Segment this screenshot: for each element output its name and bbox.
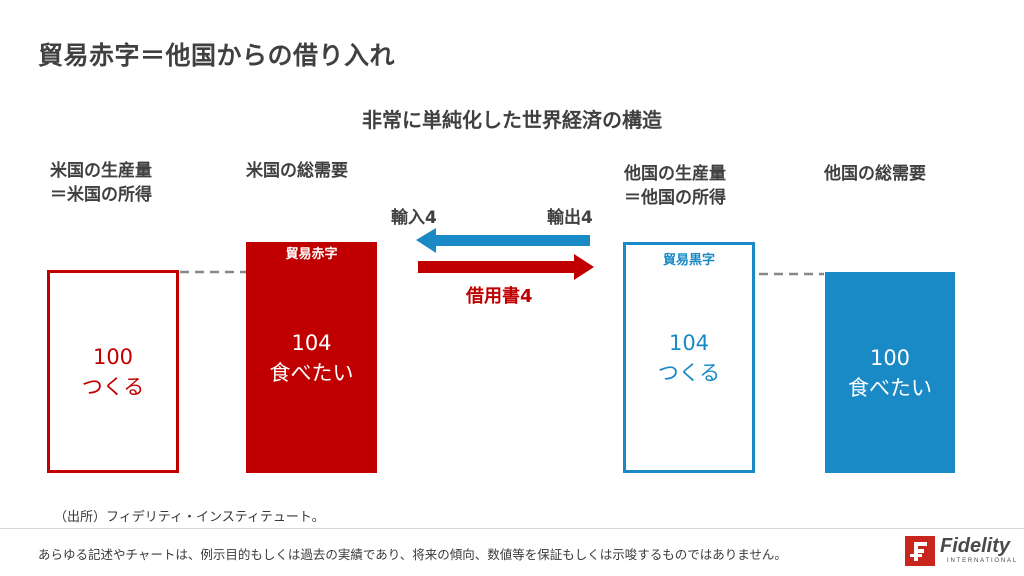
- fidelity-f-icon: [905, 536, 935, 566]
- source-note: （出所）フィデリティ・インスティテュート。: [54, 510, 325, 525]
- heading-other-production-line2: ＝他国の所得: [624, 188, 726, 208]
- trade-surplus-tag: 貿易黒字: [662, 253, 715, 268]
- diagram-subtitle: 非常に単純化した世界経済の構造: [362, 108, 662, 132]
- heading-us-production-line2: ＝米国の所得: [50, 185, 152, 205]
- box-us-production: 100 つくる: [47, 270, 179, 473]
- box-label: つくる: [81, 374, 145, 399]
- heading-us-production-line1: 米国の生産量: [50, 161, 152, 181]
- footer-divider: [0, 528, 1024, 529]
- heading-other-demand: 他国の総需要: [824, 164, 926, 184]
- credit-label: 借用書4: [466, 286, 533, 307]
- box-other-demand: 100 食べたい: [825, 272, 955, 473]
- trade-deficit-tag: 貿易赤字: [285, 247, 338, 262]
- heading-us-production: 米国の生産量 ＝米国の所得: [50, 159, 152, 207]
- box-value: 100: [869, 345, 911, 370]
- heading-other-production: 他国の生産量 ＝他国の所得: [624, 162, 726, 210]
- disclaimer-text: あらゆる記述やチャートは、例示目的もしくは過去の実績であり、将来の傾向、数値等を…: [38, 547, 787, 562]
- box-value: 104: [668, 330, 710, 355]
- heading-other-production-line1: 他国の生産量: [624, 164, 726, 184]
- import-arrow-icon: [416, 228, 590, 253]
- import-label: 輸入4: [391, 208, 437, 228]
- box-other-production: 貿易黒字 104 つくる: [623, 242, 755, 473]
- box-value: 100: [92, 344, 134, 369]
- logo-subtext: INTERNATIONAL: [947, 558, 1018, 564]
- export-label: 輸出4: [547, 208, 593, 228]
- box-label: つくる: [657, 360, 721, 385]
- box-value: 104: [291, 330, 332, 355]
- credit-arrow-icon: [418, 254, 594, 280]
- page-title: 貿易赤字＝他国からの借り入れ: [38, 41, 396, 70]
- box-label: 食べたい: [848, 375, 932, 400]
- logo-wordmark: Fidelity: [940, 535, 1011, 557]
- box-label: 食べたい: [269, 360, 354, 385]
- box-us-demand: 貿易赤字 104 食べたい: [246, 242, 377, 473]
- heading-us-demand: 米国の総需要: [246, 161, 348, 181]
